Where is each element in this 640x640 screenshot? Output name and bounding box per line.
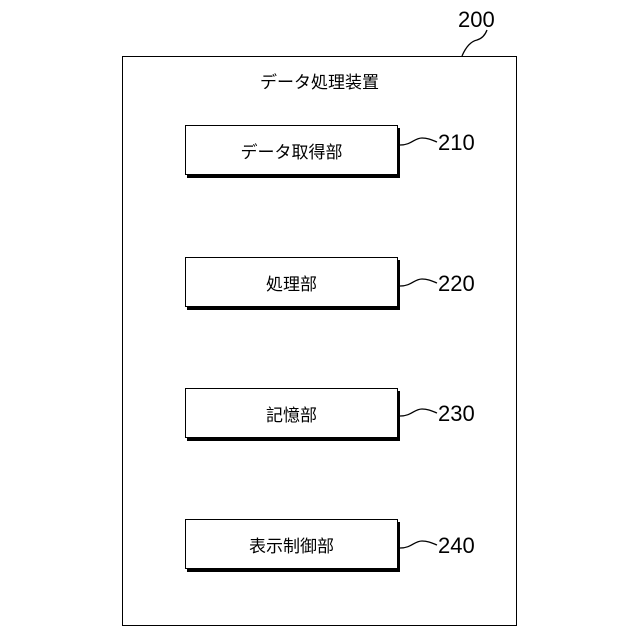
leader-line-230 <box>400 409 437 416</box>
leader-line-240 <box>400 541 437 548</box>
leader-line-200 <box>462 30 487 56</box>
leader-line-220 <box>400 279 437 286</box>
leader-line-210 <box>400 138 437 145</box>
